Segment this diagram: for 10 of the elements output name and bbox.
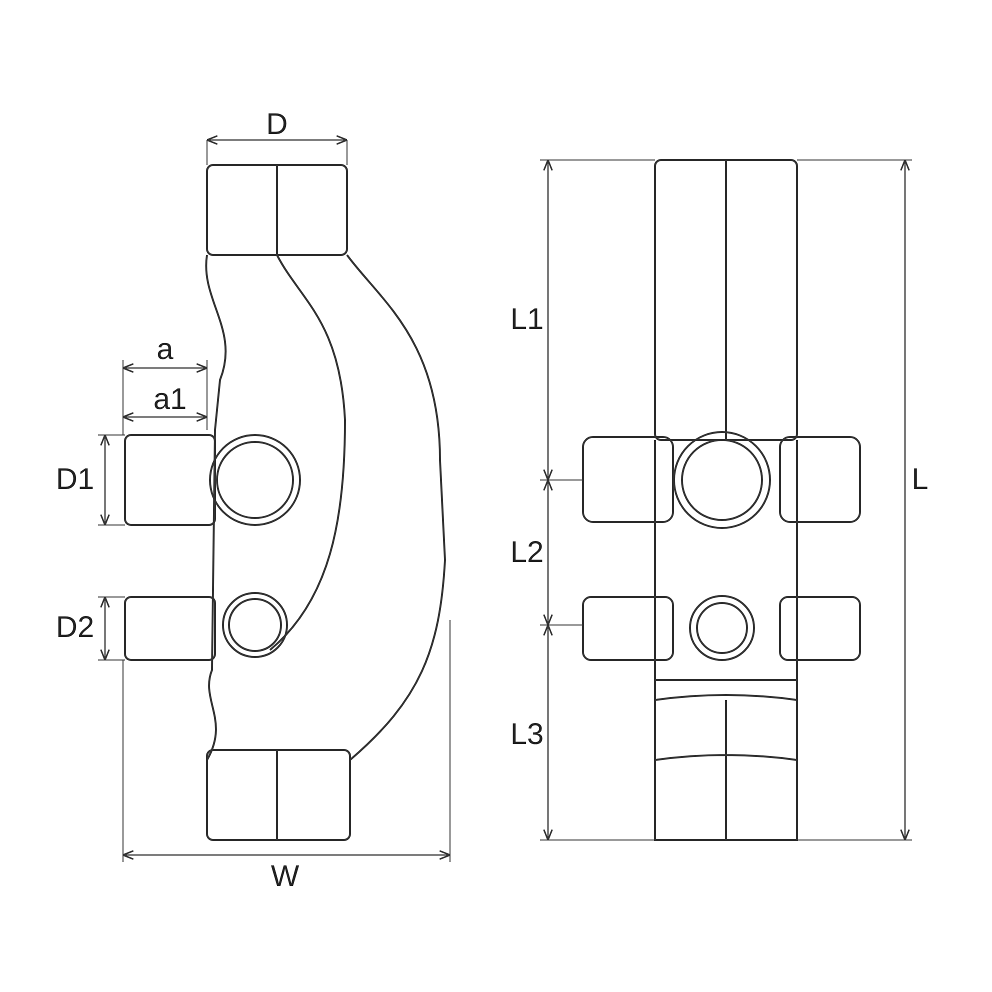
dimension-label: L1 — [510, 305, 544, 335]
dimension-label: a1 — [153, 385, 187, 415]
dimension-label: L2 — [510, 538, 544, 568]
dimension-label: D2 — [56, 613, 94, 643]
dimension-label: W — [270, 862, 300, 892]
dimension-label: D — [266, 110, 288, 140]
dimension-label: L3 — [510, 720, 544, 750]
dimension-label: a — [156, 335, 174, 365]
dimension-label: L — [912, 465, 928, 495]
dimension-label: D1 — [56, 465, 94, 495]
